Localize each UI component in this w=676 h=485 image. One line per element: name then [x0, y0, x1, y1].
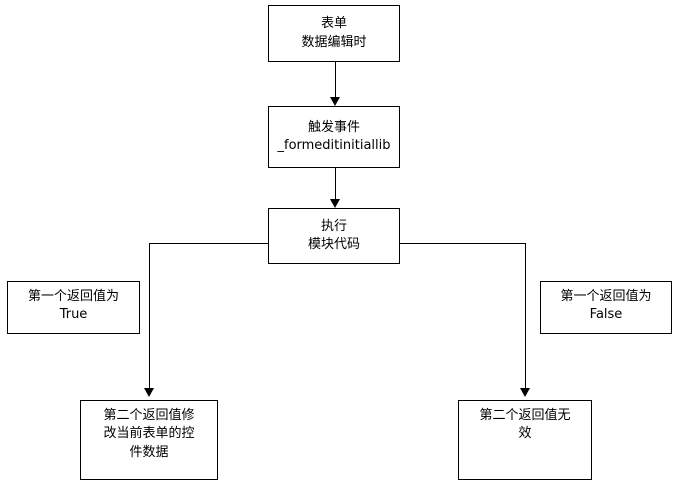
node-run-module-text: 执行 模块代码: [307, 218, 360, 252]
node-run-module[interactable]: 执行 模块代码: [268, 208, 400, 264]
arrowhead-second-return-modifies: [144, 388, 154, 397]
node-trigger-event-text: 触发事件 _formeditinitiallib: [277, 119, 391, 153]
arrowhead-run-module: [330, 199, 340, 208]
connector-run-module-right-horizontal: [400, 243, 526, 244]
node-second-return-modifies[interactable]: 第二个返回值修 改当前表单的控 件数据: [80, 400, 218, 480]
connector-form-edit-to-trigger: [335, 62, 336, 98]
arrowhead-trigger-event: [330, 97, 340, 106]
node-form-edit-text: 表单 数据编辑时: [301, 16, 367, 50]
connector-run-module-right-vertical: [525, 243, 526, 389]
node-second-return-modifies-text: 第二个返回值修 改当前表单的控 件数据: [103, 408, 195, 460]
connector-trigger-to-run-module: [335, 168, 336, 200]
node-trigger-event[interactable]: 触发事件 _formeditinitiallib: [268, 106, 400, 168]
node-first-return-false[interactable]: 第一个返回值为 False: [540, 281, 672, 334]
arrowhead-second-return-invalid: [520, 388, 530, 397]
node-first-return-true[interactable]: 第一个返回值为 True: [7, 281, 140, 334]
connector-run-module-left-horizontal: [149, 243, 269, 244]
node-first-return-false-text: 第一个返回值为 False: [560, 289, 652, 323]
node-second-return-invalid[interactable]: 第二个返回值无 效: [458, 400, 592, 480]
node-second-return-invalid-text: 第二个返回值无 效: [479, 408, 571, 442]
node-first-return-true-text: 第一个返回值为 True: [27, 289, 119, 323]
connector-run-module-left-vertical: [149, 243, 150, 389]
node-form-edit[interactable]: 表单 数据编辑时: [268, 5, 400, 62]
